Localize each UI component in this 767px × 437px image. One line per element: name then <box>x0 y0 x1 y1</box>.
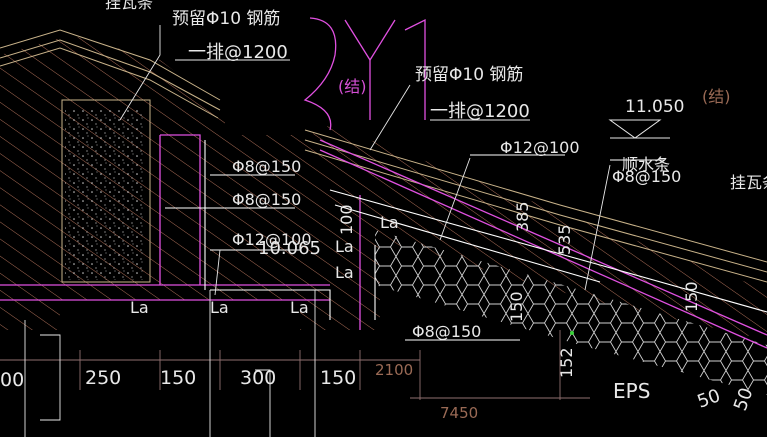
label-bar-150-a: Φ8@150 <box>232 157 301 176</box>
label-tile-batten-left: 挂瓦条 <box>105 0 153 12</box>
label-la-2: La <box>335 237 354 256</box>
label-dim-300: 300 <box>240 367 276 389</box>
label-dim-100: 100 <box>337 204 356 235</box>
elevation-marker <box>608 119 662 139</box>
label-dim-150-a: 150 <box>507 291 526 322</box>
label-dim-150-d: 150 <box>320 367 356 389</box>
insulation-block-outline <box>61 99 151 283</box>
label-dim-250: 250 <box>85 367 121 389</box>
label-row-1200-1: 一排@1200 <box>188 42 288 63</box>
label-la-6: La <box>290 298 309 317</box>
label-elevation: 11.050 <box>625 97 684 117</box>
label-reserve-bar-2: 预留Φ10 钢筋 <box>415 65 523 85</box>
roof-tiles-left <box>0 29 221 119</box>
magenta-outline <box>0 134 767 349</box>
label-bar-8-150-d: Φ8@150 <box>412 322 481 341</box>
label-tile-batten-right: 挂瓦条 <box>730 173 767 192</box>
label-elev-overlap: 10.065 <box>258 238 321 259</box>
label-la-4: La <box>130 298 149 317</box>
label-la-5: La <box>210 298 229 317</box>
rebar-lines <box>165 140 767 341</box>
y1-marker <box>303 17 426 131</box>
roof-tiles-right <box>304 129 767 283</box>
label-bar-12-100-a: Φ12@100 <box>500 138 580 157</box>
label-dim-2100: 2100 <box>375 361 413 379</box>
label-struct-note-1: (结) <box>338 77 367 96</box>
leader-lines <box>119 25 670 296</box>
label-bar-12-100-b: Φ12@100 <box>232 230 312 249</box>
label-dim-150-b: 150 <box>682 281 701 312</box>
label-dim-385: 385 <box>513 201 532 232</box>
label-downslope-strip: 顺水条 <box>622 155 670 174</box>
label-bar-150-b: Φ8@150 <box>232 190 301 209</box>
label-dim-50-a: 50 <box>695 385 724 413</box>
label-eps: EPS <box>613 379 650 403</box>
label-bar-8-150-c: Φ8@150 <box>612 167 681 186</box>
label-dim-00: 00 <box>0 369 24 391</box>
label-reserve-bar-1: 预留Φ10 钢筋 <box>172 9 280 29</box>
label-dim-7450: 7450 <box>440 404 478 422</box>
label-dim-152: 152 <box>557 347 576 378</box>
insulation-block <box>65 110 145 280</box>
label-la-3: La <box>335 263 354 282</box>
label-struct-note-2: (结) <box>702 87 731 106</box>
column-lines <box>24 290 316 437</box>
label-row-1200-2: 一排@1200 <box>430 101 530 122</box>
label-la-1: La <box>380 213 399 232</box>
label-dim-150-c: 150 <box>160 367 196 389</box>
grid-point <box>570 331 574 335</box>
eps-foam-band <box>375 230 767 395</box>
label-dim-535: 535 <box>555 224 574 255</box>
